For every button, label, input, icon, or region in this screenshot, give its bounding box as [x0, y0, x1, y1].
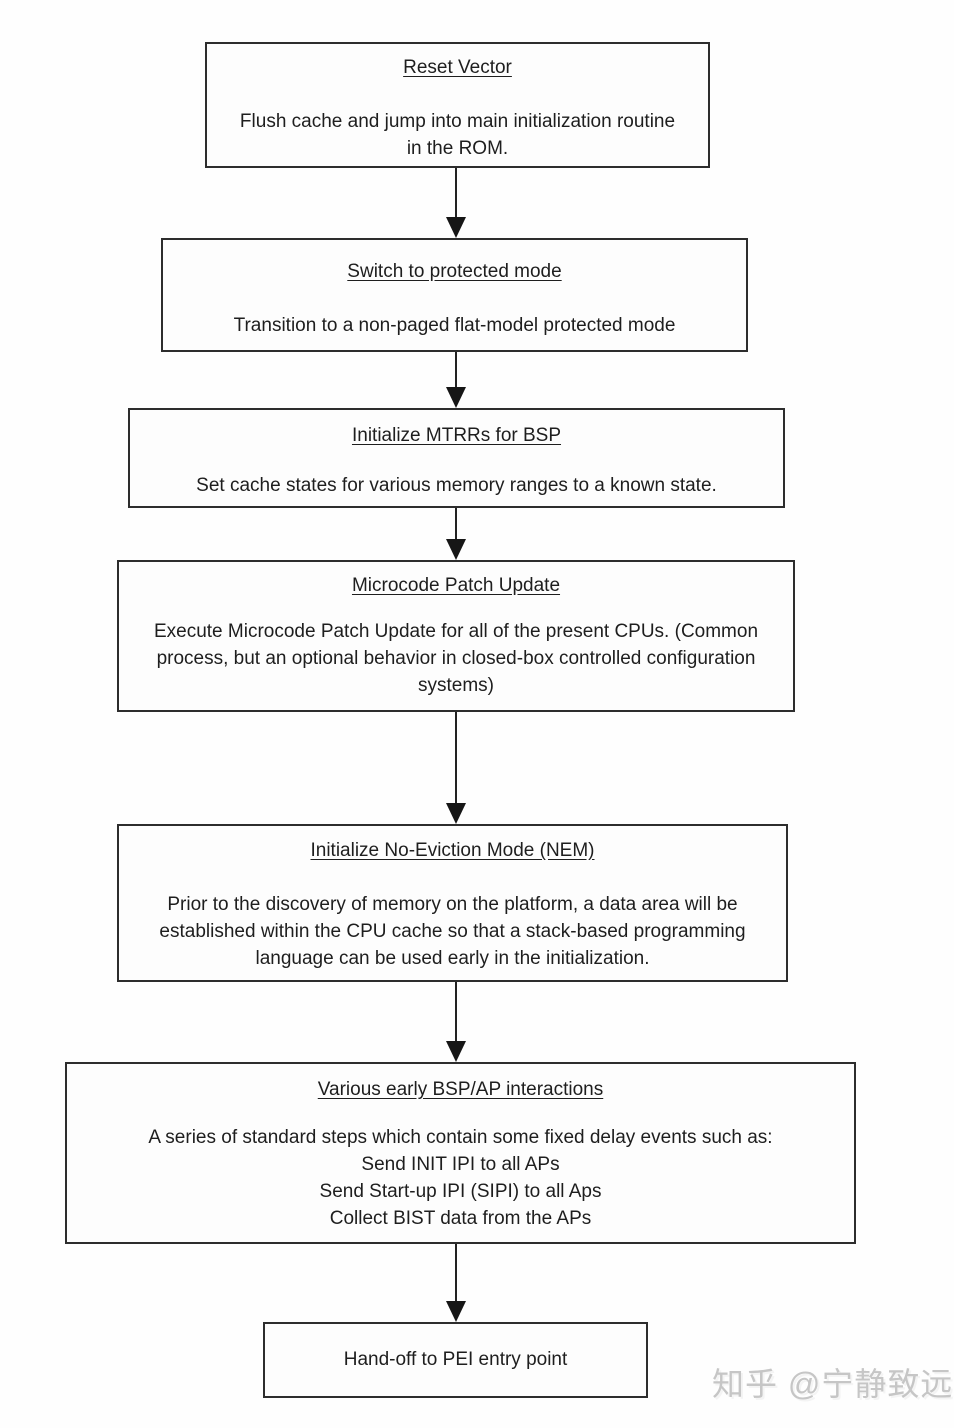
flow-arrow-5: [446, 982, 466, 1062]
node-title: Initialize MTRRs for BSP: [351, 425, 562, 446]
flow-arrow-2: [446, 352, 466, 408]
node-body: A series of standard steps which contain…: [93, 1125, 828, 1233]
flow-node-initialize-no-eviction-mode: Initialize No-Eviction Mode (NEM) Prior …: [117, 824, 788, 982]
body-line: Collect BIST data from the APs: [329, 1207, 592, 1229]
flow-node-initialize-mtrrs-for-bsp: Initialize MTRRs for BSP Set cache state…: [128, 408, 785, 508]
node-body: Prior to the discovery of memory on the …: [159, 893, 746, 969]
flow-arrow-1: [446, 168, 466, 238]
flow-node-switch-to-protected-mode: Switch to protected mode Transition to a…: [161, 238, 748, 352]
flow-node-reset-vector: Reset Vector Flush cache and jump into m…: [205, 42, 710, 168]
arrow-line: [455, 712, 457, 820]
arrow-line: [455, 508, 457, 556]
flow-arrow-4: [446, 712, 466, 824]
flow-node-microcode-patch-update: Microcode Patch Update Execute Microcode…: [117, 560, 795, 712]
arrow-line: [455, 982, 457, 1058]
arrow-down-icon: [446, 217, 466, 238]
flow-arrow-6: [446, 1244, 466, 1322]
arrow-line: [455, 168, 457, 234]
arrow-line: [455, 1244, 457, 1318]
node-title: Various early BSP/AP interactions: [317, 1079, 604, 1100]
arrow-down-icon: [446, 803, 466, 824]
flow-arrow-3: [446, 508, 466, 560]
arrow-down-icon: [446, 387, 466, 408]
arrow-down-icon: [446, 1301, 466, 1322]
node-body: Execute Microcode Patch Update for all o…: [153, 620, 759, 696]
node-body: Transition to a non-paged flat-model pro…: [233, 314, 676, 336]
node-title: Microcode Patch Update: [351, 575, 561, 596]
node-title: Switch to protected mode: [347, 261, 562, 282]
arrow-down-icon: [446, 539, 466, 560]
node-title: Initialize No-Eviction Mode (NEM): [310, 840, 595, 861]
arrow-down-icon: [446, 1041, 466, 1062]
arrow-line: [455, 352, 457, 404]
body-line: A series of standard steps which contain…: [148, 1126, 773, 1148]
flow-node-hand-off-to-pei: Hand-off to PEI entry point: [263, 1322, 648, 1398]
node-body: Hand-off to PEI entry point: [343, 1348, 568, 1370]
node-title: Reset Vector: [403, 57, 512, 78]
node-body: Flush cache and jump into main initializ…: [239, 110, 676, 159]
body-line: Send INIT IPI to all APs: [361, 1153, 560, 1175]
flow-node-various-early-bsp-ap-interactions: Various early BSP/AP interactions A seri…: [65, 1062, 856, 1244]
body-line: Send Start-up IPI (SIPI) to all Aps: [319, 1180, 602, 1202]
node-body: Set cache states for various memory rang…: [196, 474, 717, 496]
zhihu-watermark: 知乎 @宁静致远: [712, 1366, 954, 1402]
